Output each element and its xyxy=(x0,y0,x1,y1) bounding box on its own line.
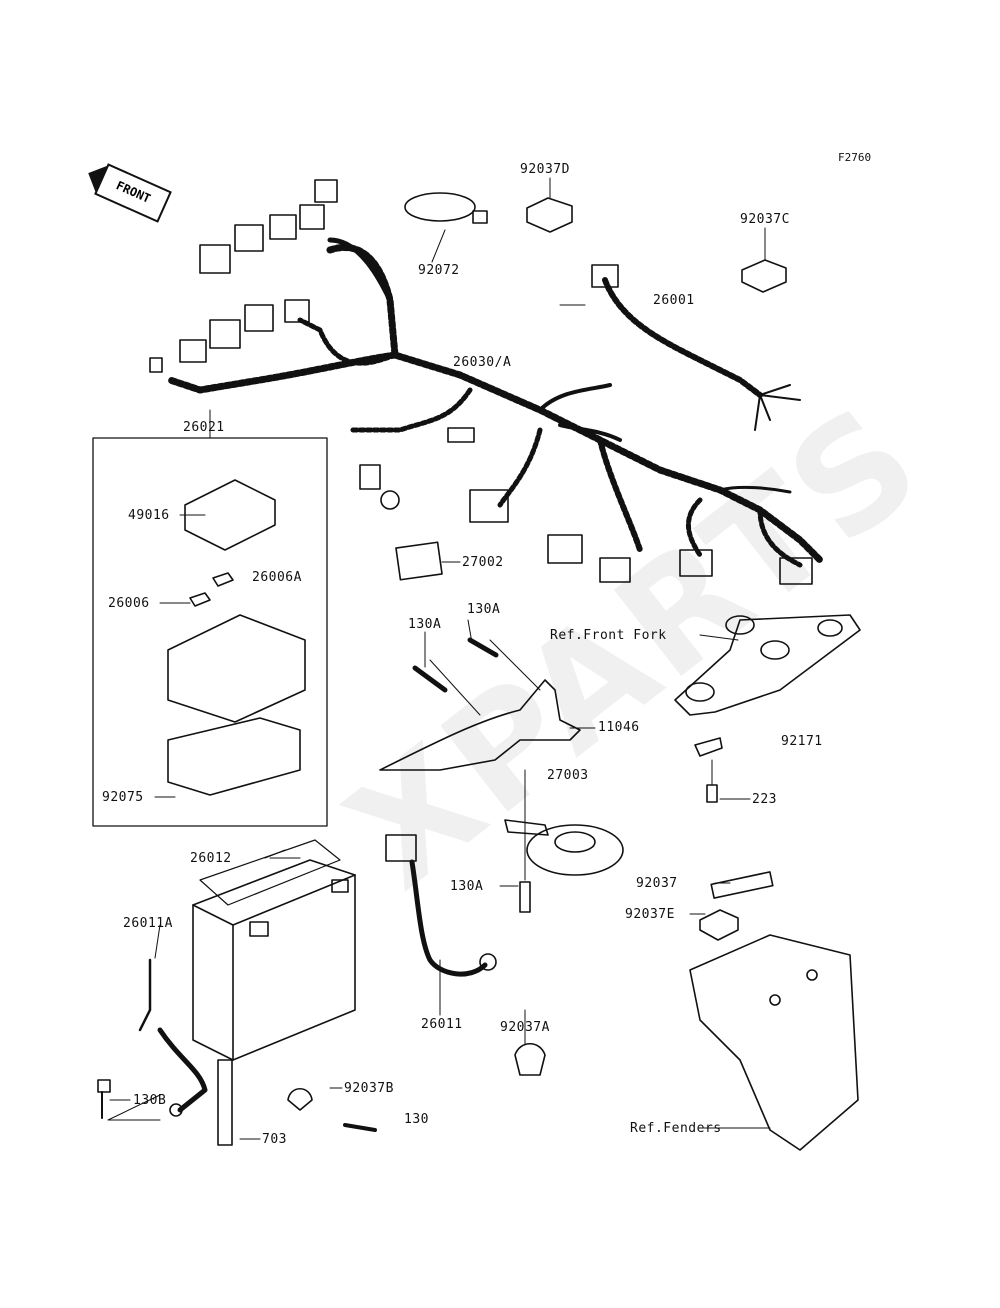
label-26006A: 26006A xyxy=(252,570,302,585)
label-130B: 130B xyxy=(133,1093,167,1108)
label-49016: 49016 xyxy=(128,508,170,523)
label-92075: 92075 xyxy=(102,790,144,805)
label-92072: 92072 xyxy=(418,263,460,278)
label-26030A: 26030/A xyxy=(453,355,512,370)
cable-tie-92072 xyxy=(404,192,488,263)
rear-fender xyxy=(689,871,859,1151)
leader-lines xyxy=(109,304,771,1140)
label-92171: 92171 xyxy=(781,734,823,749)
label-11046: 11046 xyxy=(598,720,640,735)
horn-bracket-group xyxy=(379,637,624,913)
clamp-92037C xyxy=(741,227,787,293)
label-26006: 26006 xyxy=(108,596,150,611)
label-92037D: 92037D xyxy=(520,162,570,177)
figure-code: F2760 xyxy=(838,151,872,164)
relay-27002 xyxy=(395,541,461,581)
label-92037: 92037 xyxy=(636,876,678,891)
battery-cables xyxy=(97,958,377,1146)
battery-26012 xyxy=(192,839,356,1061)
label-ref-front-fork: Ref.Front Fork xyxy=(550,628,667,643)
label-27003: 27003 xyxy=(547,768,589,783)
label-130A-upper: 130A xyxy=(467,602,501,617)
label-130A-lower: 130A xyxy=(450,879,484,894)
label-130: 130 xyxy=(404,1112,429,1127)
main-wiring-harness xyxy=(149,179,824,585)
clamp-92037A xyxy=(514,1042,546,1076)
label-26001: 26001 xyxy=(653,293,695,308)
cable-26011 xyxy=(385,834,497,977)
sub-harness-26001 xyxy=(591,264,801,431)
label-92037E: 92037E xyxy=(625,907,675,922)
label-ref-fenders: Ref.Fenders xyxy=(630,1121,722,1136)
label-223: 223 xyxy=(752,792,777,807)
label-92037C: 92037C xyxy=(740,212,790,227)
label-26021: 26021 xyxy=(183,420,225,435)
clamp-92037D xyxy=(526,177,573,233)
label-26011A: 26011A xyxy=(123,916,173,931)
label-703: 703 xyxy=(262,1132,287,1147)
label-92037A: 92037A xyxy=(500,1020,550,1035)
junction-box-group xyxy=(92,409,328,827)
label-26011: 26011 xyxy=(421,1017,463,1032)
label-27002: 27002 xyxy=(462,555,504,570)
label-26012: 26012 xyxy=(190,851,232,866)
label-92037B: 92037B xyxy=(344,1081,394,1096)
label-130A-left: 130A xyxy=(408,617,442,632)
front-fork-bracket xyxy=(674,614,861,803)
